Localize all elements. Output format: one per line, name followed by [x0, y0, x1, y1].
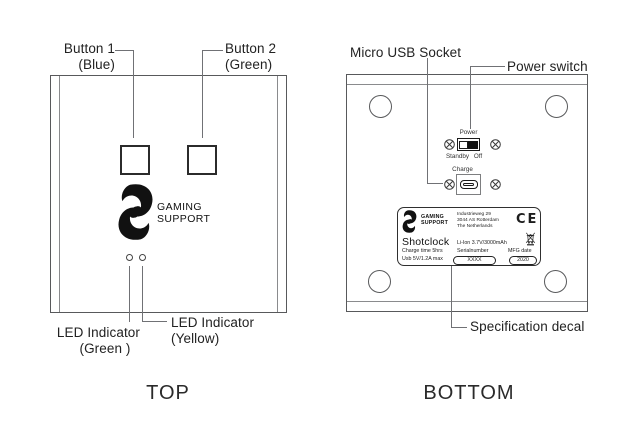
decal-logo-line1: GAMING — [421, 214, 444, 220]
power-switch-knob — [459, 140, 468, 149]
bottom-view-bottom-rail-line — [347, 301, 587, 302]
decal-usb-rating: Usb 5V/1.2A max — [402, 255, 443, 262]
decal-leader-h — [451, 327, 467, 328]
power-leader-h — [470, 66, 505, 67]
decal-address-line3: The Netherlands — [457, 224, 493, 230]
led-yellow-label-line1: LED Indicator — [171, 315, 255, 330]
led-yellow-leader-v — [142, 266, 143, 322]
power-switch-graphic — [457, 138, 480, 151]
decal-serial-label: Serialnumber — [457, 248, 489, 254]
rubber-foot-bottom-right — [544, 270, 567, 293]
decal-charge-time: Charge time 5hrs — [402, 248, 443, 254]
button1-label: Button 1 (Blue) — [20, 41, 115, 72]
micro-usb-socket-icon — [456, 174, 481, 195]
button1-label-line1: Button 1 — [63, 41, 115, 56]
usb-leader-v — [427, 58, 428, 183]
led-green-leader-v — [129, 266, 130, 322]
decal-mfg-value: 2020 — [509, 255, 537, 265]
button1-label-line2: (Blue) — [78, 56, 115, 72]
bottom-view-top-rail-line — [347, 84, 587, 85]
button-2 — [187, 145, 217, 175]
bottom-view-caption: BOTTOM — [423, 382, 515, 404]
decal-product-name: Shotclock — [402, 235, 450, 248]
button2-label: Button 2 (Green) — [225, 41, 320, 72]
button2-label-line2: (Green) — [225, 56, 273, 72]
button1-leader-v — [133, 50, 134, 138]
screw-icon — [443, 139, 455, 150]
screw-icon — [489, 178, 501, 190]
led-green-label-line1: LED Indicator — [56, 325, 140, 340]
power-switch-black-half — [468, 140, 478, 149]
logo-line2: SUPPORT — [157, 212, 211, 225]
top-view-right-rail-line — [277, 76, 278, 312]
led-green-label-line2: (Green ) — [79, 340, 131, 356]
ce-mark: CE — [516, 212, 539, 227]
power-switch-title: Power — [459, 128, 478, 136]
decal-logo-line2: SUPPORT — [421, 219, 449, 226]
top-view-left-rail-line — [59, 76, 60, 312]
led-green — [126, 254, 133, 261]
micro-usb-inner — [463, 182, 474, 187]
power-leader-v — [470, 66, 471, 129]
decal-address: Industrieweg 29 3044 AS Rotterdam The Ne… — [457, 212, 499, 231]
weee-bin-icon — [525, 232, 536, 246]
led-yellow-label: LED Indicator (Yellow) — [171, 315, 281, 346]
decal-mfg-label: MFG date — [508, 248, 532, 254]
rubber-foot-top-right — [545, 95, 568, 118]
usb-leader-h — [427, 183, 443, 184]
specification-decal-label: Specification decal — [470, 319, 585, 334]
decal-battery-spec: Li-Ion 3.7V/3000mAh — [457, 239, 507, 246]
power-switch-label: Power switch — [507, 59, 588, 74]
led-yellow-label-line2: (Yellow) — [171, 330, 220, 346]
rubber-foot-bottom-left — [368, 270, 391, 293]
logo-line1: GAMING — [157, 201, 202, 213]
gaming-support-logo-icon — [118, 184, 153, 240]
decal-leader-v — [451, 266, 452, 327]
gaming-support-logo-icon — [402, 210, 417, 233]
top-view-device-outline — [50, 75, 287, 313]
led-yellow — [139, 254, 146, 261]
button-1 — [120, 145, 150, 175]
rubber-foot-top-left — [369, 95, 392, 118]
screw-icon — [443, 178, 455, 190]
decal-serial-value: XXXX — [453, 255, 496, 265]
micro-usb-shape — [459, 180, 478, 189]
power-switch-standby-label: Standby — [445, 152, 470, 160]
button2-leader-v — [202, 50, 203, 138]
button1-leader-h — [115, 50, 134, 51]
charge-title: Charge — [452, 165, 473, 173]
power-switch-off-label: Off — [473, 152, 483, 160]
screw-icon — [489, 139, 501, 150]
led-green-label: LED Indicator (Green ) — [40, 325, 140, 356]
button2-label-line1: Button 2 — [225, 41, 277, 56]
decal-address-line2: 3044 AS Rotterdam — [457, 218, 499, 224]
gaming-support-logo-text: GAMING SUPPORT — [157, 201, 211, 225]
decal-address-line1: Industrieweg 29 — [457, 212, 491, 217]
micro-usb-socket-label: Micro USB Socket — [350, 45, 462, 60]
led-yellow-leader-h — [142, 321, 167, 322]
top-view-caption: TOP — [146, 382, 190, 404]
button2-leader-h — [203, 50, 223, 51]
decal-logo-text: GAMING SUPPORT — [421, 214, 449, 227]
